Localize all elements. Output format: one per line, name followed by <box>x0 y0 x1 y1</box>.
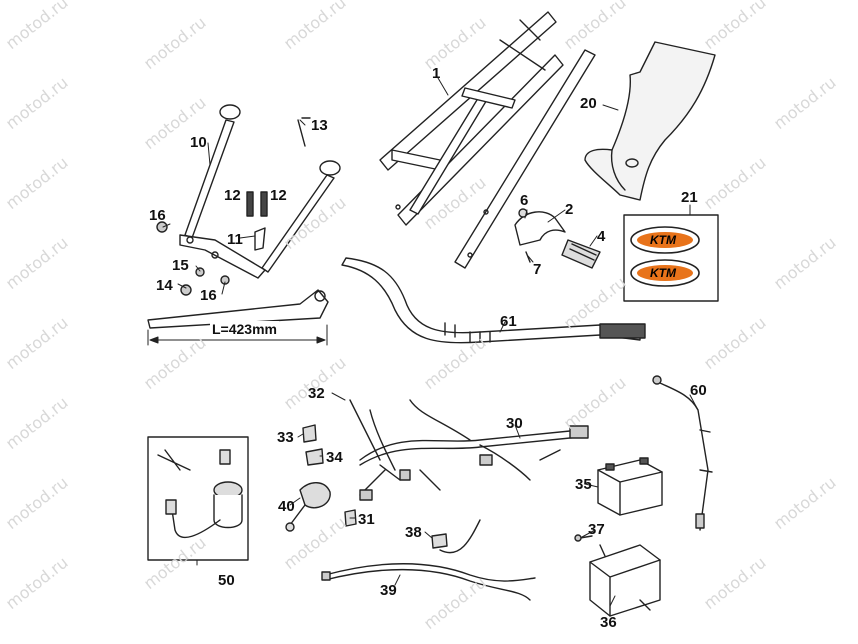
sensor-40 <box>285 482 331 532</box>
callout-15: 15 <box>172 257 189 274</box>
callout-16a: 16 <box>149 207 166 224</box>
callout-1: 1 <box>432 65 441 82</box>
cable-60 <box>652 375 713 531</box>
callout-39: 39 <box>380 582 397 599</box>
decal-box <box>623 214 719 302</box>
callout-12b: 12 <box>270 187 287 204</box>
callout-6: 6 <box>520 192 529 209</box>
callout-7: 7 <box>533 261 542 278</box>
callout-61: 61 <box>500 313 517 330</box>
callout-20: 20 <box>580 95 597 112</box>
stand-plate <box>147 289 329 329</box>
subframe <box>379 11 596 269</box>
rear-fender <box>584 41 716 201</box>
callout-40: 40 <box>278 498 295 515</box>
callout-31: 31 <box>358 511 375 528</box>
callout-36: 36 <box>600 614 617 631</box>
callout-32: 32 <box>308 385 325 402</box>
callout-4: 4 <box>597 228 606 245</box>
callout-16b: 16 <box>200 287 217 304</box>
callout-10: 10 <box>190 134 207 151</box>
ignition-switch-box <box>147 436 249 561</box>
footrest-bracket <box>514 208 566 263</box>
callout-14: 14 <box>156 277 173 294</box>
ktm-logo-text: KTM <box>650 233 676 247</box>
callout-60: 60 <box>690 382 707 399</box>
side-stand <box>179 104 341 279</box>
dimension-label: L=423mm <box>210 321 279 337</box>
callout-2: 2 <box>565 201 574 218</box>
callout-13: 13 <box>311 117 328 134</box>
nuts <box>156 221 230 296</box>
screw-37 <box>574 534 593 542</box>
battery-holder <box>589 544 661 617</box>
connector-38 <box>431 533 448 549</box>
main-wiring-harness <box>349 399 589 501</box>
callout-12a: 12 <box>224 187 241 204</box>
callout-33: 33 <box>277 429 294 446</box>
callout-21: 21 <box>681 189 698 206</box>
callout-11: 11 <box>227 231 243 248</box>
cable-39 <box>321 519 536 601</box>
callout-38: 38 <box>405 524 422 541</box>
pin <box>297 117 311 147</box>
leader-lines <box>162 77 699 607</box>
callout-34: 34 <box>326 449 343 466</box>
callout-35: 35 <box>575 476 592 493</box>
battery <box>597 457 663 516</box>
bracket-11 <box>254 227 266 251</box>
ktm-logo-text: KTM <box>650 266 676 280</box>
callout-30: 30 <box>506 415 523 432</box>
callout-37: 37 <box>588 521 605 538</box>
connector-33 <box>302 424 317 443</box>
handlebar <box>341 257 646 344</box>
callout-50: 50 <box>218 572 235 589</box>
dimension-line <box>147 324 328 346</box>
footpeg <box>561 239 601 269</box>
connector-34 <box>305 448 324 466</box>
springs <box>246 191 268 217</box>
